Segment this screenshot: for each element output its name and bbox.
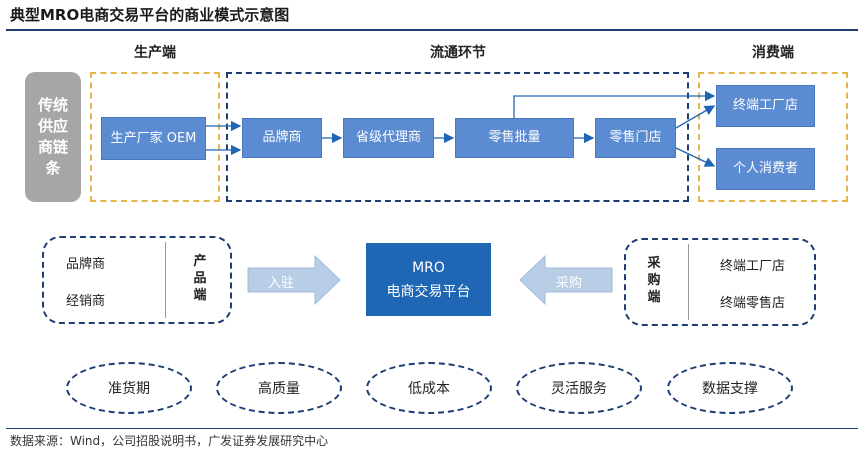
traditional-chain-box: 传统供应商链条 [25, 72, 81, 202]
source-note: 数据来源：Wind，公司招股说明书，广发证券发展研究中心 [10, 434, 329, 448]
supply-side-label: 产品端 [193, 254, 207, 303]
section-label-circulation: 流通环节 [430, 45, 486, 61]
title-rule [6, 29, 858, 31]
feature-low-cost: 低成本 [366, 362, 492, 414]
page-title: 典型MRO电商交易平台的商业模式示意图 [10, 6, 290, 24]
node-factory-store: 终端工厂店 [716, 85, 815, 127]
demand-group [624, 238, 816, 326]
platform-line2: 电商交易平台 [386, 283, 471, 300]
supply-divider [165, 242, 166, 318]
feature-flexible-service: 灵活服务 [516, 362, 642, 414]
platform-line1: MRO [412, 259, 445, 276]
circulation-group [226, 72, 689, 202]
section-label-consumer: 消费端 [752, 45, 794, 61]
feature-high-quality: 高质量 [216, 362, 342, 414]
node-wholesale: 零售批量 [455, 118, 574, 158]
traditional-chain-label: 传统供应商链条 [37, 96, 68, 177]
arrow-buy-shape [519, 254, 613, 306]
arrow-store-to-factory-store [675, 105, 716, 129]
feature-data-support: 数据支撑 [667, 362, 793, 414]
node-consumer: 个人消费者 [716, 148, 815, 190]
supply-item-distributor: 经销商 [66, 294, 106, 309]
mro-platform: MRO 电商交易平台 [366, 243, 491, 316]
demand-divider [688, 244, 689, 320]
demand-item-factory-store: 终端工厂店 [720, 259, 786, 274]
supply-group [42, 236, 232, 324]
supply-item-brand: 品牌商 [66, 257, 106, 272]
consumer-group [698, 72, 848, 202]
arrow-wholesale-to-factory-store [513, 90, 716, 118]
arrow-in-label: 入驻 [268, 276, 295, 291]
footer-rule [6, 428, 858, 429]
producer-group [90, 72, 220, 202]
section-label-producer: 生产端 [134, 45, 176, 61]
node-oem: 生产厂家 OEM [101, 117, 206, 160]
arrow-buy-label: 采购 [556, 276, 583, 291]
feature-delivery-time: 准货期 [66, 362, 192, 414]
node-store: 零售门店 [595, 118, 676, 158]
arrow-in-shape [247, 254, 341, 306]
arrow-store-to-consumer [675, 147, 716, 167]
node-agent: 省级代理商 [343, 118, 434, 158]
node-brand: 品牌商 [242, 118, 322, 158]
demand-side-label: 采购端 [647, 256, 661, 305]
demand-item-retail-store: 终端零售店 [720, 296, 786, 311]
